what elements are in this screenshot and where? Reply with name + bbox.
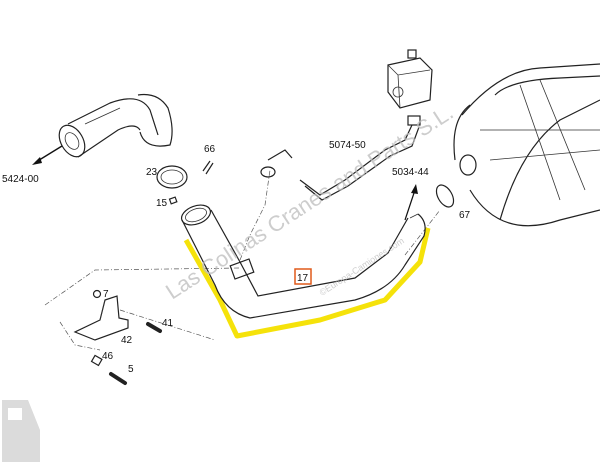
label-5034-44: 5034-44 <box>392 167 429 178</box>
bolt-5 <box>109 372 127 385</box>
spacer-46 <box>90 354 103 367</box>
label-66: 66 <box>204 144 216 155</box>
nut-15 <box>168 196 178 205</box>
bolt-41 <box>146 322 162 333</box>
valve-block <box>387 49 433 109</box>
label-41: 41 <box>162 318 174 329</box>
label-17: 17 <box>297 273 309 284</box>
label-42: 42 <box>121 335 133 346</box>
nut-7 <box>92 289 102 299</box>
charge-air-pipe-17 <box>180 204 426 319</box>
label-5: 5 <box>128 364 134 375</box>
arrow-5034 <box>404 189 416 221</box>
highlight-outline <box>183 227 431 339</box>
silencer <box>453 63 600 227</box>
label-67: 67 <box>459 210 471 221</box>
label-23: 23 <box>146 167 158 178</box>
callout-box-17 <box>294 268 312 285</box>
label-15: 15 <box>156 198 168 209</box>
arrow-head-5424 <box>32 157 42 165</box>
watermark-logo-icon <box>2 400 40 462</box>
elbow-pipe-5424 <box>58 93 173 158</box>
bolt-66 <box>202 160 214 175</box>
gasket-67 <box>435 184 455 208</box>
label-5074-50: 5074-50 <box>329 140 366 151</box>
hose-clamp-23 <box>156 165 188 189</box>
label-7: 7 <box>103 289 109 300</box>
tube-5074-50 <box>260 115 421 201</box>
bracket-42 <box>73 295 129 341</box>
label-46: 46 <box>102 351 114 362</box>
label-5424-00: 5424-00 <box>2 174 39 185</box>
